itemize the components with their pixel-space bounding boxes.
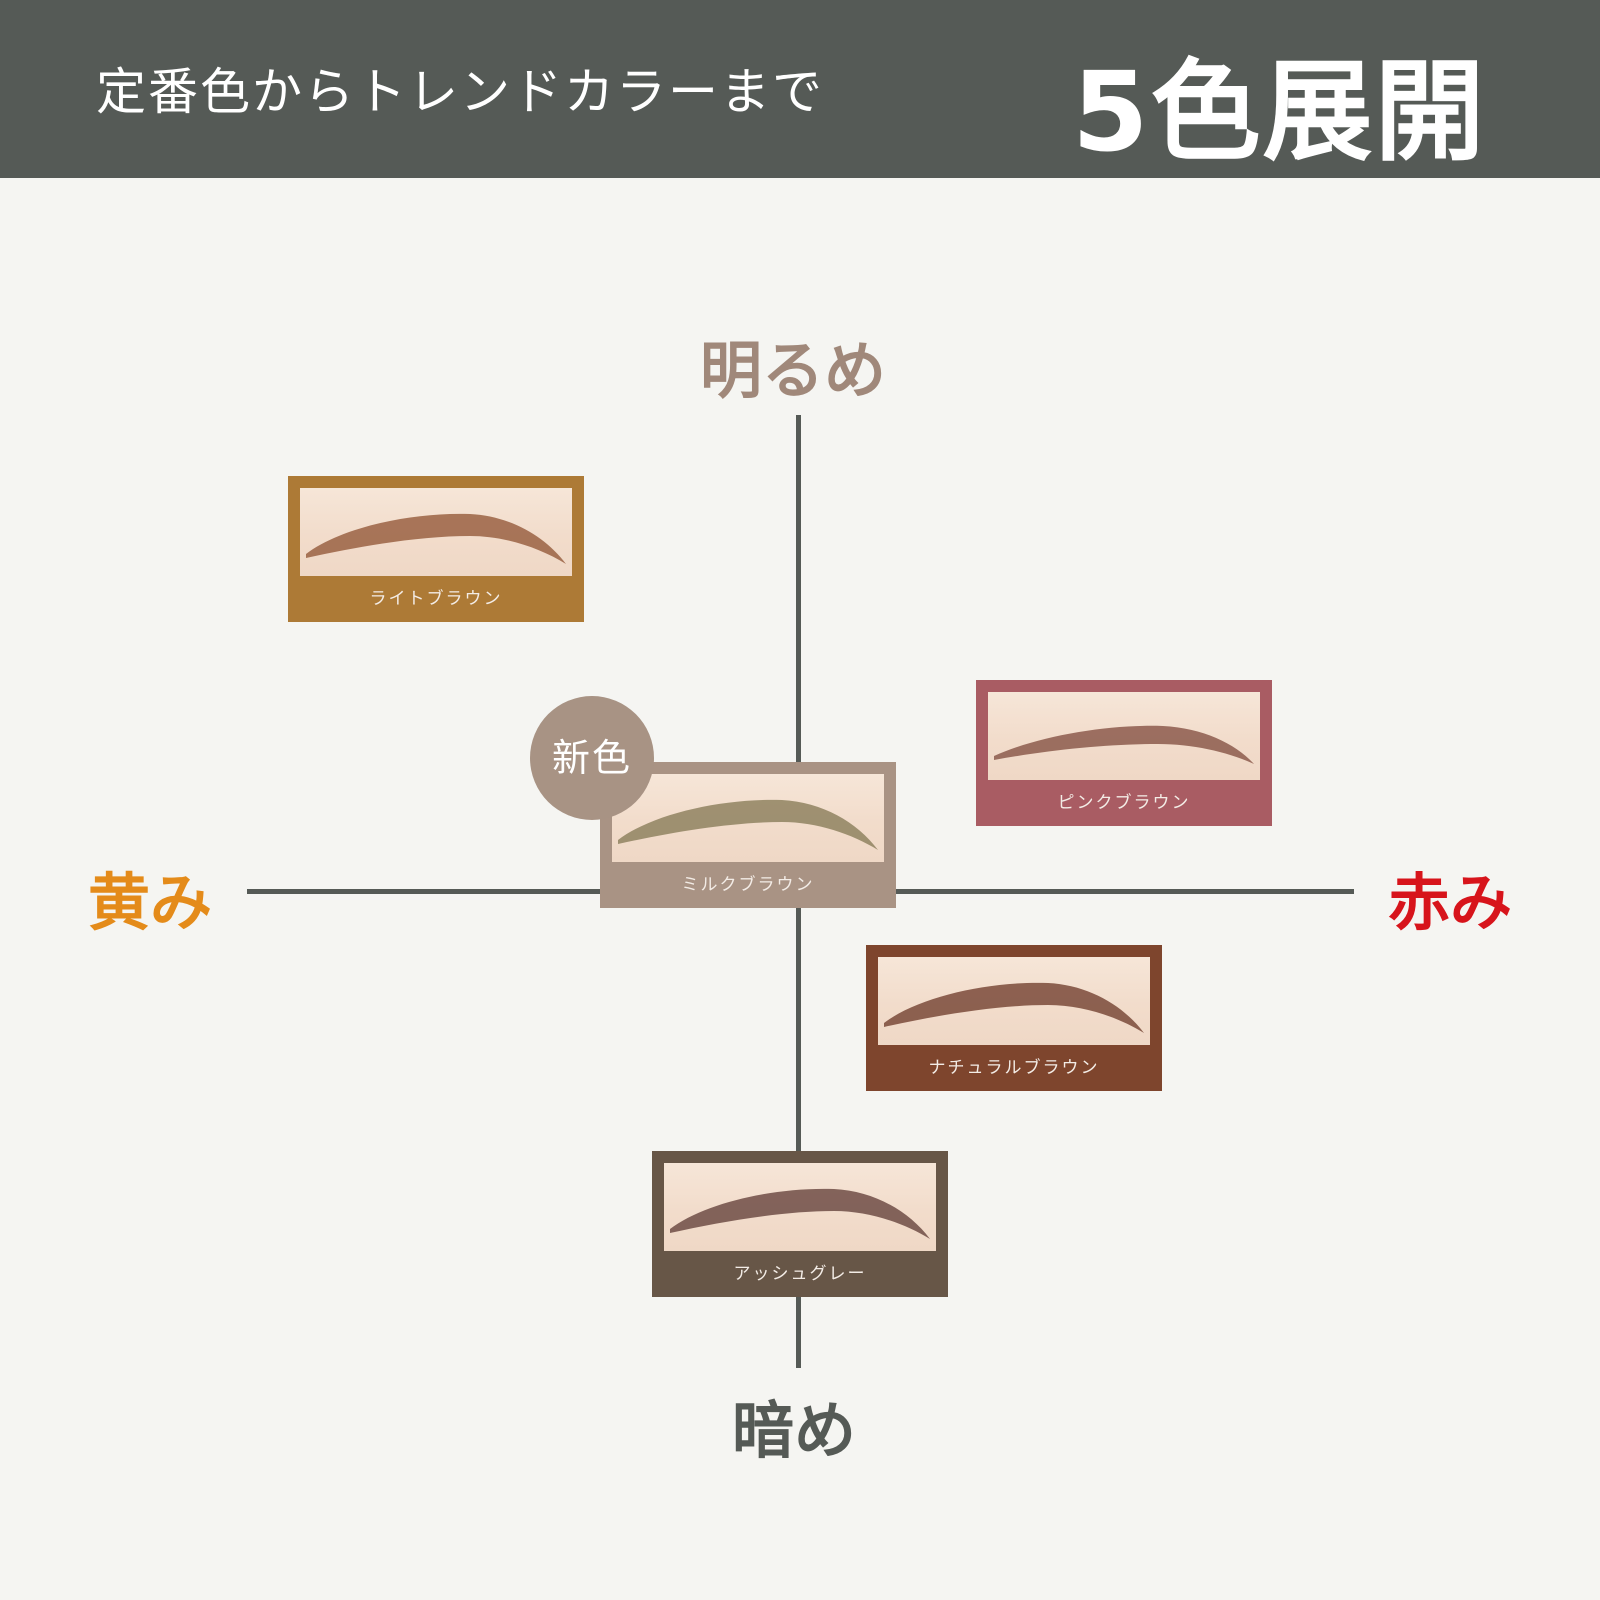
axis-label-dark: 暗め bbox=[732, 1394, 857, 1467]
banner-text: 定番色からトレンドカラーまで bbox=[96, 63, 824, 121]
eyebrow-image bbox=[300, 488, 572, 576]
axis-label-reddish: 赤み bbox=[1388, 866, 1513, 939]
eyebrow-image bbox=[988, 692, 1260, 780]
eyebrow-image bbox=[878, 957, 1150, 1045]
product-name: ライトブラウン bbox=[369, 589, 503, 609]
color-card-ash-gray[interactable]: アッシュグレー bbox=[652, 1151, 948, 1297]
eyebrow-image bbox=[664, 1163, 936, 1251]
product-name: ミルクブラウン bbox=[681, 875, 815, 895]
color-card-light-brown[interactable]: ライトブラウン bbox=[288, 476, 584, 622]
header-banner: 定番色からトレンドカラーまで 5色展開 bbox=[0, 0, 1600, 178]
product-name: アッシュグレー bbox=[733, 1264, 867, 1284]
axis-label-bright: 明るめ bbox=[700, 334, 887, 407]
product-name: ピンクブラウン bbox=[1057, 793, 1191, 813]
eyebrow-image bbox=[612, 774, 884, 862]
banner-highlight: 5色展開 bbox=[1072, 48, 1487, 176]
color-card-milk-brown[interactable]: ミルクブラウン bbox=[600, 762, 896, 908]
color-card-pink-brown[interactable]: ピンクブラウン bbox=[976, 680, 1272, 826]
axis-label-yellowish: 黄み bbox=[88, 866, 213, 939]
color-card-natural-brown[interactable]: ナチュラルブラウン bbox=[866, 945, 1162, 1091]
product-name: ナチュラルブラウン bbox=[928, 1058, 1100, 1078]
new-color-badge: 新色 bbox=[530, 696, 654, 820]
